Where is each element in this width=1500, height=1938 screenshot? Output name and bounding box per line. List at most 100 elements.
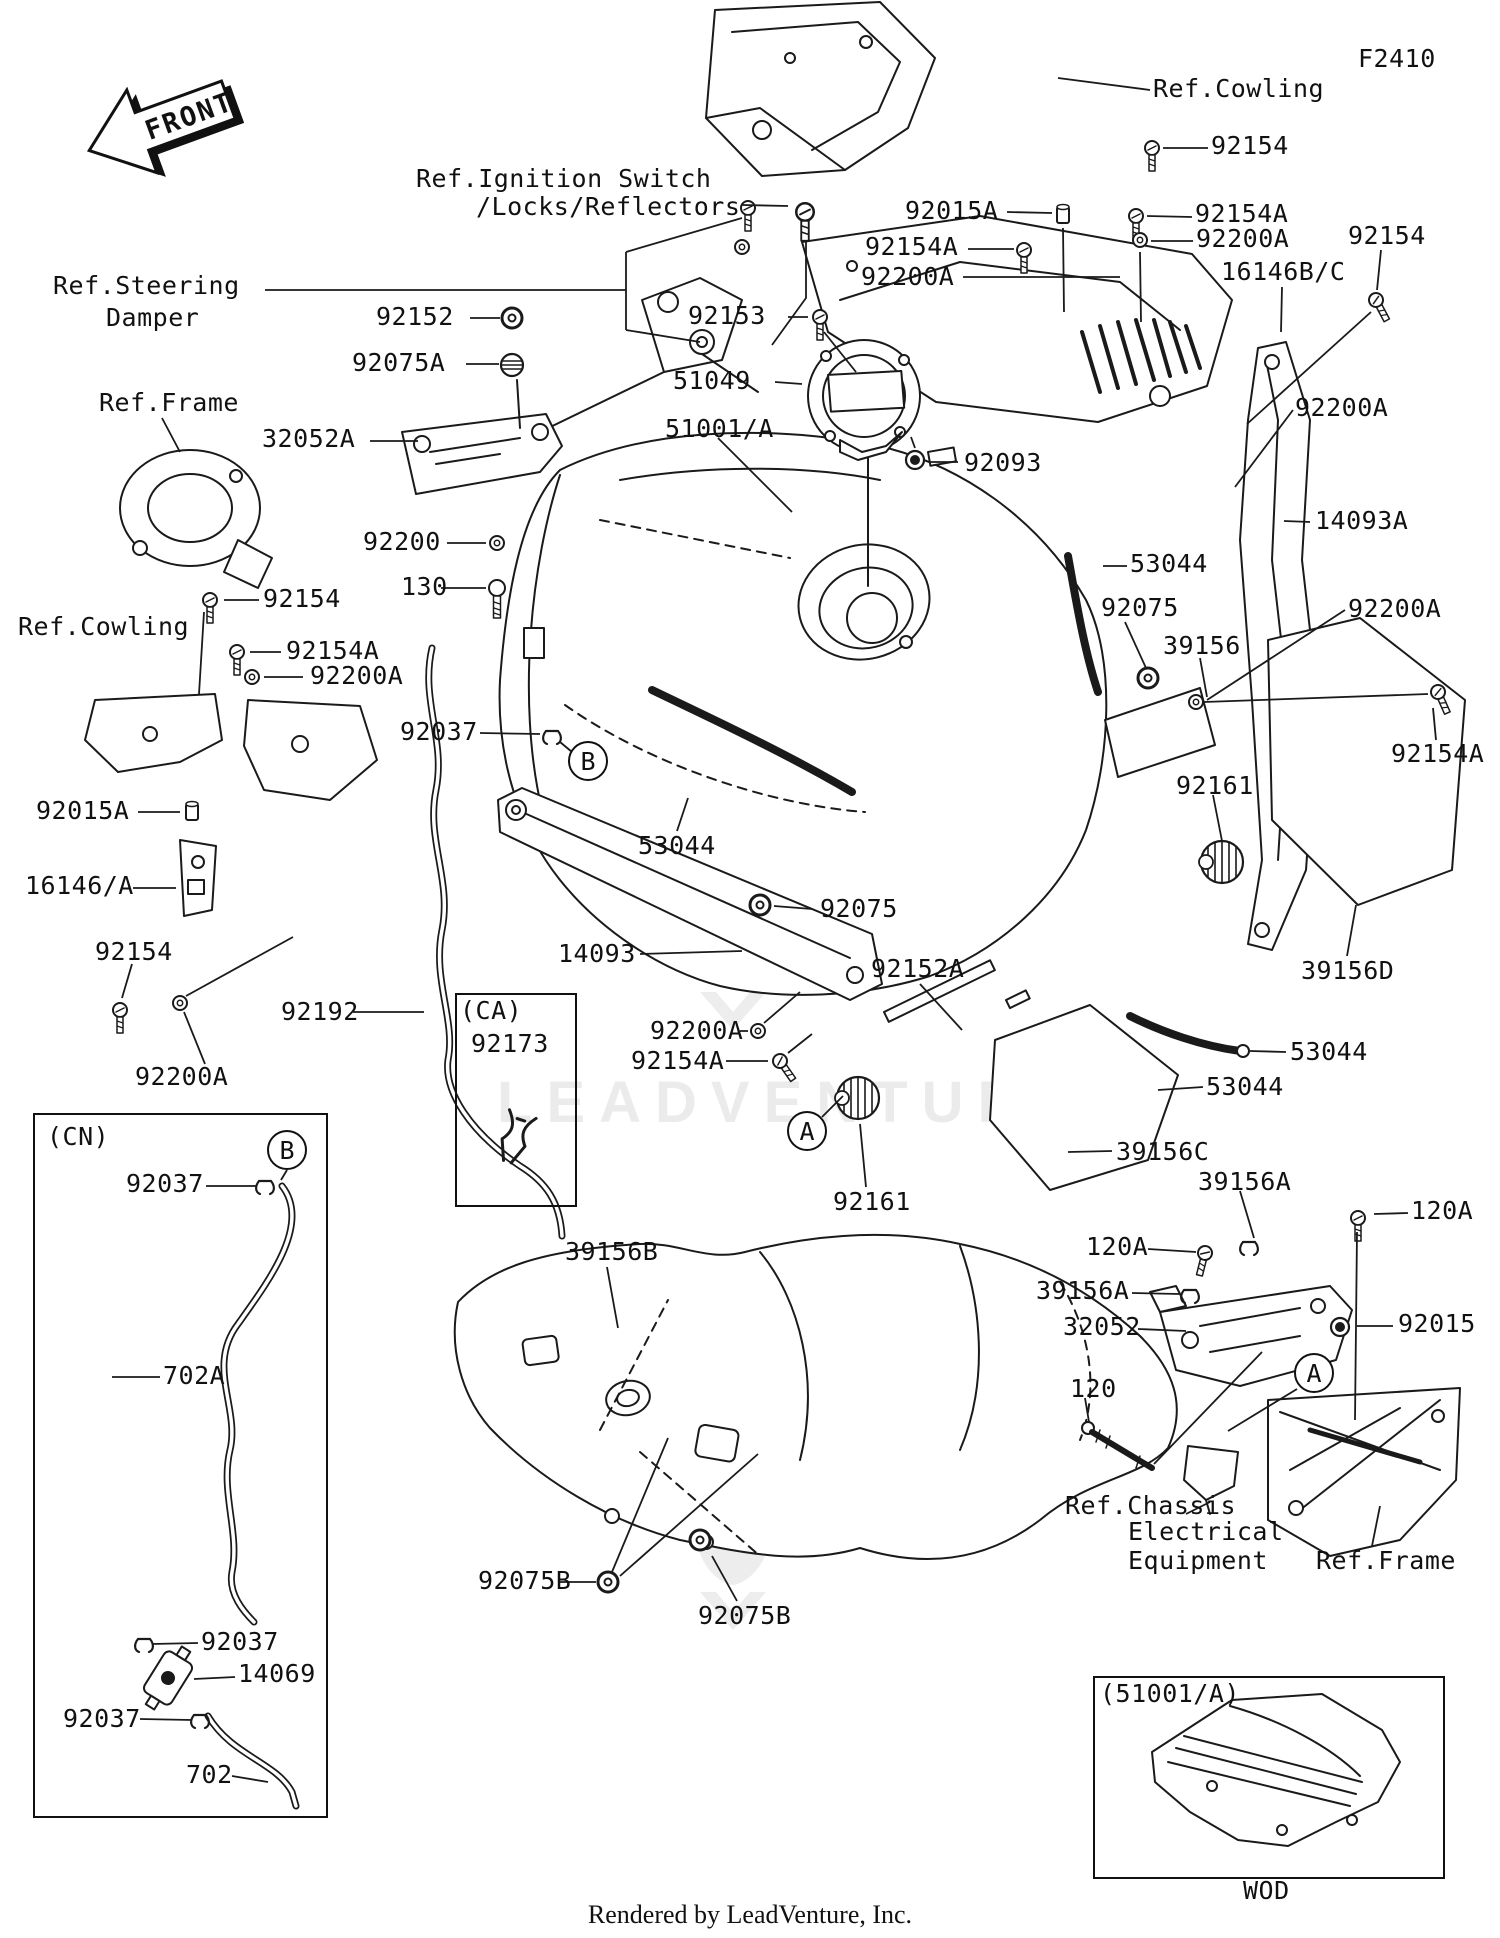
- part-label-p39156C: 39156C: [1116, 1137, 1210, 1166]
- part-label-p130: 130: [401, 572, 448, 601]
- screw-icon: [1365, 289, 1394, 325]
- shroud-39156B-shape: [453, 1233, 1178, 1560]
- part-label-p92154-ll: 92154: [95, 937, 173, 966]
- part-label-ref-frame-left: Ref.Frame: [99, 388, 239, 417]
- fuel-filter-14069-shape: [142, 1645, 194, 1711]
- collar-icon: [1056, 203, 1070, 224]
- part-label-p702: 702: [186, 1760, 233, 1789]
- part-label-p39156A-2: 39156A: [1036, 1276, 1130, 1305]
- marker-B-top: B: [568, 741, 608, 781]
- steering-damper-shape: [539, 200, 759, 433]
- part-label-p120A-l: 120A: [1086, 1232, 1149, 1261]
- part-label-p92015: 92015: [1398, 1309, 1476, 1338]
- part-label-p92152A: 92152A: [871, 954, 965, 983]
- grommet-icon: [748, 893, 772, 917]
- part-label-p14069: 14069: [238, 1659, 316, 1688]
- nut-icon: [1329, 1316, 1351, 1338]
- box-cn: [33, 1113, 328, 1818]
- screw-icon: [1350, 1210, 1366, 1242]
- part-label-p51049: 51049: [673, 366, 751, 395]
- part-label-p92200A-left: 92200A: [310, 661, 404, 690]
- part-label-ref-ignition-1: Ref.Ignition Switch: [416, 164, 712, 193]
- part-label-p14093A: 14093A: [1315, 506, 1409, 535]
- part-label-ref-steering-1: Ref.Steering: [53, 271, 240, 300]
- grommet-icon: [1136, 666, 1160, 690]
- upper-cowling-shape: [705, 1, 936, 177]
- part-label-p92200A-fr: 92200A: [1348, 594, 1442, 623]
- part-label-p702A: 702A: [163, 1361, 226, 1390]
- part-label-p92075B-1: 92075B: [478, 1566, 572, 1595]
- part-label-p39156D: 39156D: [1301, 956, 1395, 985]
- part-label-p92015A-left: 92015A: [36, 796, 130, 825]
- part-label-p92075A: 92075A: [352, 348, 446, 377]
- part-label-ref-steering-2: Damper: [106, 303, 200, 332]
- hose-92192-shape: [425, 644, 566, 1240]
- render-credit: Rendered by LeadVenture, Inc.: [587, 1900, 913, 1929]
- grommet-icon: [500, 306, 524, 330]
- screw-icon: [202, 592, 218, 624]
- washer-icon: [172, 995, 188, 1011]
- stay-clip-icon: [1180, 1288, 1200, 1305]
- part-label-p92037-cn-2: 92037: [201, 1627, 279, 1656]
- part-label-p53044-r: 53044: [1130, 549, 1208, 578]
- part-label-ref-frame-bottom: Ref.Frame: [1316, 1546, 1456, 1575]
- stud-120-shape: [1081, 1421, 1155, 1471]
- part-label-p92037-cn-top: 92037: [126, 1169, 204, 1198]
- clip-92173-shape: [500, 1108, 538, 1165]
- part-label-p16146A: 16146/A: [25, 871, 134, 900]
- part-label-p92154A-mid-top: 92154A: [865, 232, 959, 261]
- part-label-p92075B-2: 92075B: [698, 1601, 792, 1630]
- part-label-p92154-left: 92154: [263, 584, 341, 613]
- part-label-p92152: 92152: [376, 302, 454, 331]
- grommet-icon: [596, 1570, 620, 1594]
- grommet-icon: [688, 1528, 712, 1552]
- part-label-ca-tag: (CA): [460, 996, 523, 1025]
- box-ca: [455, 993, 577, 1207]
- part-label-p92161-l: 92161: [833, 1187, 911, 1216]
- washer-icon: [1188, 694, 1204, 710]
- bracket-32052A-shape: [401, 413, 563, 495]
- part-label-p53044-b2: 53044: [1206, 1072, 1284, 1101]
- part-label-p92200A-ur: 92200A: [1295, 393, 1389, 422]
- marker-B-cn: B: [267, 1130, 307, 1170]
- sheet-39156-shapes: [989, 617, 1466, 1191]
- fuel-cap-shape: [807, 339, 921, 461]
- chassis-clip-shape: [1183, 1445, 1239, 1515]
- part-label-p92200A-right: 92200A: [1196, 224, 1290, 253]
- part-label-p92154A-right: 92154A: [1195, 199, 1289, 228]
- part-label-p92200A-mid: 92200A: [650, 1016, 744, 1045]
- screw-icon: [1144, 140, 1160, 172]
- part-label-p32052: 32052: [1063, 1312, 1141, 1341]
- part-label-tank-option-tag: (51001/A): [1100, 1679, 1240, 1708]
- marker-A-mid: A: [787, 1111, 827, 1151]
- leader-lines: [112, 77, 1437, 1783]
- part-label-p92200A-ll: 92200A: [135, 1062, 229, 1091]
- part-label-p92154A-mid: 92154A: [631, 1046, 725, 1075]
- part-label-p39156: 39156: [1163, 631, 1241, 660]
- washer-icon: [750, 1023, 766, 1039]
- screw-icon: [229, 644, 245, 676]
- box-51001: [1093, 1676, 1445, 1879]
- part-label-p92154-top: 92154: [1211, 131, 1289, 160]
- part-label-ref-cowling-top: Ref.Cowling: [1153, 74, 1325, 103]
- part-label-p51001A: 51001/A: [665, 414, 774, 443]
- nut-icon: [904, 449, 926, 471]
- tank-cover-option-shape: [1151, 1693, 1401, 1847]
- washer-icon: [244, 669, 260, 685]
- left-winglet-shapes: [84, 693, 378, 917]
- part-label-caption-wod: WOD: [1243, 1876, 1290, 1905]
- part-label-p92154A-fr: 92154A: [1391, 739, 1485, 768]
- stay-14093-shape: [497, 787, 883, 1001]
- damper-bush-icon: [499, 352, 525, 378]
- part-label-p92015A-top: 92015A: [905, 196, 999, 225]
- front-arrow-icon: FRONT: [86, 79, 245, 177]
- part-label-p92192: 92192: [281, 997, 359, 1026]
- knob-92161-icon: [1197, 839, 1245, 885]
- part-label-p92075-r: 92075: [1101, 593, 1179, 622]
- screw-icon: [112, 1002, 128, 1034]
- part-label-fig-code: F2410: [1358, 44, 1436, 73]
- part-label-p53044-b1: 53044: [1290, 1037, 1368, 1066]
- washer-icon: [734, 239, 750, 255]
